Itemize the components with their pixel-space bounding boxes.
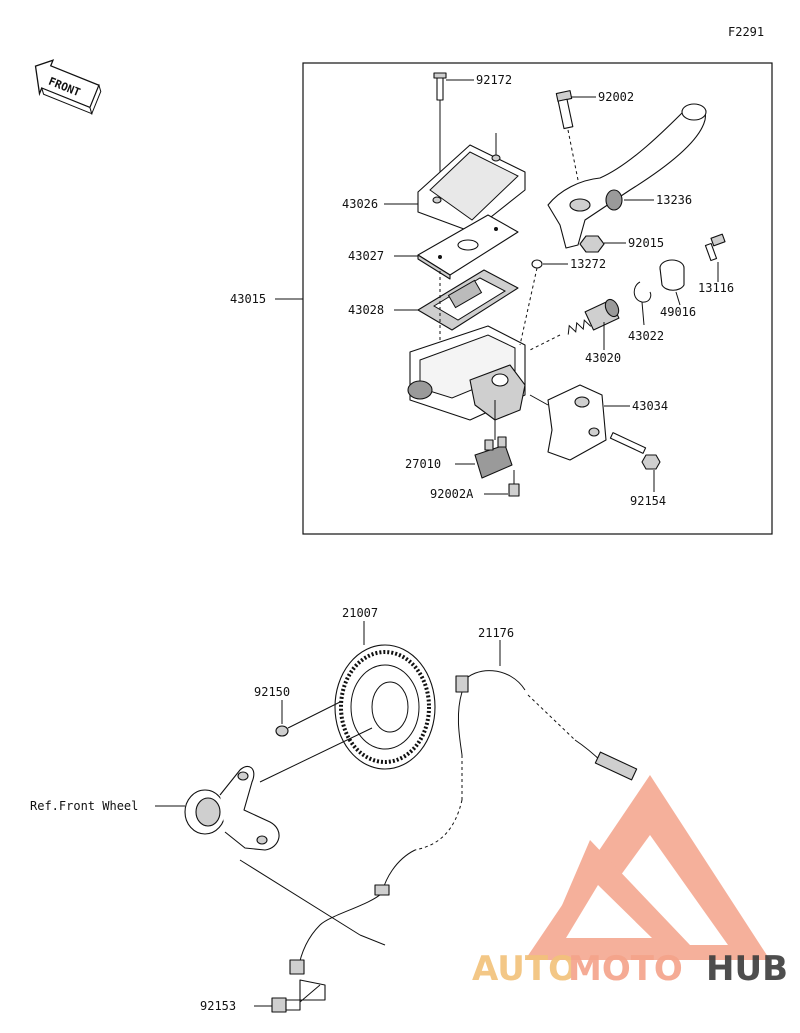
part-label-92002A: 92002A [430, 487, 474, 501]
watermark-text: AUTO MOTO HUB [472, 949, 788, 989]
sensor-rotor-21007-icon [334, 621, 436, 770]
assembly-frame [302, 62, 773, 535]
lever-bolt-92002-icon [555, 90, 596, 201]
part-label-92150: 92150 [254, 685, 290, 699]
part-label-13236: 13236 [656, 193, 692, 207]
reference-front-wheel: Ref.Front Wheel [30, 799, 138, 813]
part-label-49016: 49016 [660, 305, 696, 319]
part-label-92002: 92002 [598, 90, 634, 104]
part-label-43034: 43034 [632, 399, 668, 413]
switch-27010-icon [455, 400, 513, 479]
circlip-43022-icon [633, 281, 652, 326]
front-arrow-icon: FRONT [34, 59, 102, 116]
part-label-21176: 21176 [478, 626, 514, 640]
diaphragm-43028-icon [394, 269, 519, 331]
part-label-92015: 92015 [628, 236, 664, 250]
part-label-92154: 92154 [630, 494, 666, 508]
part-label-43026: 43026 [342, 197, 378, 211]
part-label-92153: 92153 [200, 999, 236, 1013]
nut-92015-icon [579, 235, 626, 253]
svg-text:HUB: HUB [706, 949, 788, 989]
part-label-21007: 21007 [342, 606, 378, 620]
master-cylinder-body-icon [407, 270, 526, 421]
bolt-92154-icon [609, 432, 661, 492]
part-label-43020: 43020 [585, 351, 621, 365]
reservoir-cap-43026-icon [384, 133, 526, 233]
plate-43027-icon [394, 214, 519, 280]
part-label-27010: 27010 [405, 457, 441, 471]
bolt-92150-icon [275, 700, 341, 737]
bolt-92153-icon [254, 984, 321, 1013]
screw-92002A-icon [484, 470, 520, 497]
sensor-bracket-icon [155, 727, 373, 851]
part-label-43027: 43027 [348, 249, 384, 263]
brake-lever-13236-icon [547, 103, 707, 249]
pivot-pin-13116-icon [704, 233, 726, 282]
part-label-13116: 13116 [698, 281, 734, 295]
svg-text:AUTO: AUTO [472, 949, 577, 989]
abs-sensor-cable-21176-icon [239, 640, 638, 1001]
watermark-logo-icon [525, 775, 770, 960]
piston-kit-43020-icon [529, 298, 620, 351]
part-label-13272: 13272 [570, 257, 606, 271]
part-label-92172: 92172 [476, 73, 512, 87]
svg-text:MOTO: MOTO [568, 949, 683, 989]
boot-49016-icon [659, 259, 685, 306]
part-label-43022: 43022 [628, 329, 664, 343]
screw-92172-icon [433, 72, 474, 185]
clamp-43034-icon [529, 384, 630, 461]
clip-13272-icon [519, 259, 568, 346]
diagram-code: F2291 [728, 25, 764, 39]
part-label-43015: 43015 [230, 292, 266, 306]
part-label-43028: 43028 [348, 303, 384, 317]
